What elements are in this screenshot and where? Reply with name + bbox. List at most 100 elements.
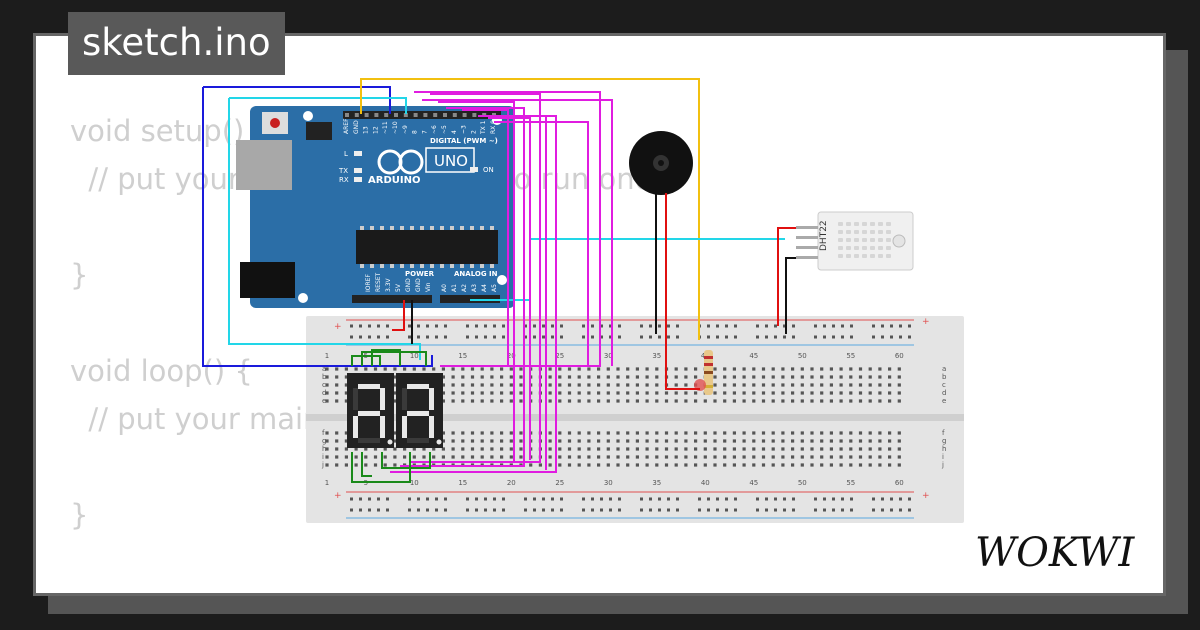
- uno-label: UNO: [434, 152, 468, 170]
- svg-text:+: +: [922, 491, 930, 501]
- row-letter: b: [322, 373, 327, 381]
- dht22-sensor: DHT22: [796, 211, 914, 271]
- digital-pin-label: 2: [470, 130, 477, 134]
- segment: [380, 388, 385, 410]
- analog-pin-label: A3: [471, 284, 478, 292]
- file-title[interactable]: sketch.ino: [68, 12, 285, 75]
- digital-header: [343, 111, 501, 119]
- analog-label: ANALOG IN: [454, 270, 498, 278]
- column-number: 15: [458, 479, 467, 487]
- column-number: 25: [555, 479, 564, 487]
- power-label: POWER: [405, 270, 435, 278]
- power-header: [352, 295, 432, 303]
- digital-pin-label: GND: [353, 120, 360, 134]
- wire-blue: [203, 86, 391, 114]
- wires: [202, 78, 796, 483]
- column-number: 45: [749, 352, 758, 360]
- code-line: }: [70, 498, 89, 532]
- row-letter: g: [322, 437, 326, 445]
- on-label: ON: [483, 166, 494, 174]
- seven-segment-display-1: [347, 373, 394, 448]
- digital-pin-label: 7: [421, 130, 428, 134]
- column-number: 20: [507, 352, 516, 360]
- row-letter: g: [942, 437, 946, 445]
- row-letter: d: [322, 389, 326, 397]
- power-pin-label: Vin: [425, 282, 432, 292]
- l-label: L: [344, 150, 348, 158]
- column-number: 50: [798, 479, 807, 487]
- digital-pin-label: ~10: [392, 121, 399, 134]
- rail-plus-top: +: [334, 322, 342, 332]
- column-number: 40: [701, 479, 710, 487]
- segment: [358, 384, 380, 389]
- seven-segment-display-2: [396, 373, 443, 448]
- atmega-chip: [356, 230, 498, 264]
- segment: [429, 388, 434, 410]
- column-number: 55: [846, 352, 855, 360]
- column-number: 60: [895, 352, 904, 360]
- analog-pin-label: A0: [441, 284, 448, 292]
- row-letter: f: [322, 429, 325, 437]
- segment: [407, 411, 429, 416]
- column-number: 35: [652, 479, 661, 487]
- digital-pin-label: 12: [372, 126, 379, 134]
- segment: [353, 388, 358, 410]
- row-letter: b: [942, 373, 947, 381]
- row-letter: i: [322, 453, 324, 461]
- code-line: }: [70, 258, 89, 292]
- dht22-label: DHT22: [819, 220, 829, 251]
- column-number: 35: [652, 352, 661, 360]
- column-number: 1: [325, 352, 329, 360]
- usb-connector: [236, 140, 292, 190]
- row-letter: c: [942, 381, 946, 389]
- segment: [402, 388, 407, 410]
- power-pin-label: RESET: [375, 272, 382, 292]
- column-number: 10: [410, 479, 419, 487]
- digital-pin-label: ~6: [431, 125, 438, 134]
- svg-text:+: +: [334, 491, 342, 501]
- wire-green: [351, 355, 381, 366]
- column-number: 15: [458, 352, 467, 360]
- power-jack: [240, 262, 295, 298]
- digital-pin-label: ~3: [461, 125, 468, 134]
- analog-pin-label: A2: [461, 284, 468, 292]
- code-line: void loop() {: [70, 354, 253, 388]
- power-pin-label: GND: [405, 278, 412, 292]
- row-letter: f: [942, 429, 945, 437]
- segment: [407, 384, 429, 389]
- column-number: 20: [507, 479, 516, 487]
- column-number: 10: [410, 352, 419, 360]
- wire-yellow: [360, 78, 700, 340]
- wire-magenta-1: [414, 91, 601, 367]
- arduino-label: ARDUINO: [368, 175, 420, 186]
- analog-pin-label: A4: [481, 284, 488, 292]
- svg-text:WOKWI: WOKWI: [975, 530, 1135, 576]
- row-letter: a: [942, 365, 946, 373]
- digital-pin-label: ~9: [402, 125, 409, 134]
- segment: [358, 411, 380, 416]
- segment: [380, 416, 385, 438]
- analog-pin-label: A1: [451, 284, 458, 292]
- row-letter: a: [322, 365, 326, 373]
- power-pin-label: 5V: [395, 283, 402, 292]
- rx-label: RX: [339, 176, 349, 184]
- row-letter: j: [941, 461, 944, 469]
- row-letter: e: [322, 397, 326, 405]
- power-pin-label: 3.3V: [385, 277, 392, 292]
- column-number: 1: [325, 479, 329, 487]
- column-number: 30: [604, 479, 613, 487]
- column-number: 30: [604, 352, 613, 360]
- svg-text:+: +: [922, 317, 930, 327]
- wire-cyan: [229, 97, 407, 114]
- power-pin-label: IOREF: [365, 274, 372, 292]
- segment: [402, 416, 407, 438]
- row-letter: h: [322, 445, 326, 453]
- segment: [353, 416, 358, 438]
- column-number: 60: [895, 479, 904, 487]
- wire-red-power: [392, 300, 405, 331]
- tx-label: TX: [338, 167, 348, 175]
- digital-label: DIGITAL (PWM ~): [430, 137, 498, 145]
- segment: [429, 416, 434, 438]
- piezo-buzzer: [629, 131, 693, 195]
- segment: [358, 438, 380, 443]
